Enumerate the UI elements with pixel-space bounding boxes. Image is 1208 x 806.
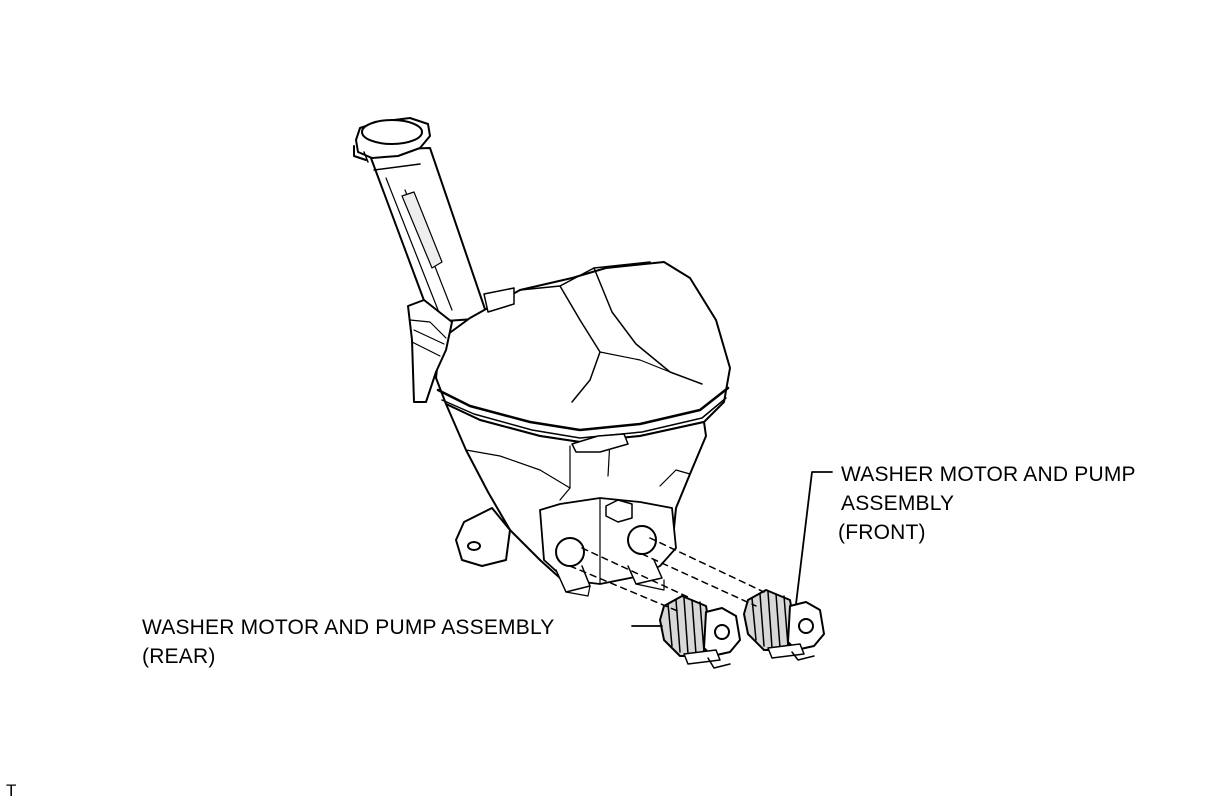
leader-lines <box>631 471 833 627</box>
washer-tank <box>435 261 731 597</box>
label-pump-front-line2: ASSEMBLY <box>841 492 955 515</box>
label-pump-front-line3: (FRONT) <box>838 521 926 544</box>
corner-code: T <box>6 781 17 800</box>
washer-pump-front <box>743 589 825 661</box>
label-pump-rear-line1: WASHER MOTOR AND PUMP ASSEMBLY <box>142 616 555 639</box>
alignment-lines <box>569 537 765 613</box>
side-clip <box>407 287 515 403</box>
mounting-bracket <box>455 507 511 567</box>
label-pump-rear: WASHER MOTOR AND PUMP ASSEMBLY (REAR) <box>142 613 554 671</box>
washer-pump-rear <box>659 595 741 669</box>
label-pump-rear-line2: (REAR) <box>142 645 216 668</box>
label-pump-front: WASHER MOTOR AND PUMP ASSEMBLY (FRONT) <box>838 460 1136 547</box>
filler-neck <box>367 147 489 323</box>
filler-cap <box>353 117 431 163</box>
leader-front <box>795 471 833 605</box>
label-pump-front-line1: WASHER MOTOR AND PUMP <box>841 463 1136 486</box>
